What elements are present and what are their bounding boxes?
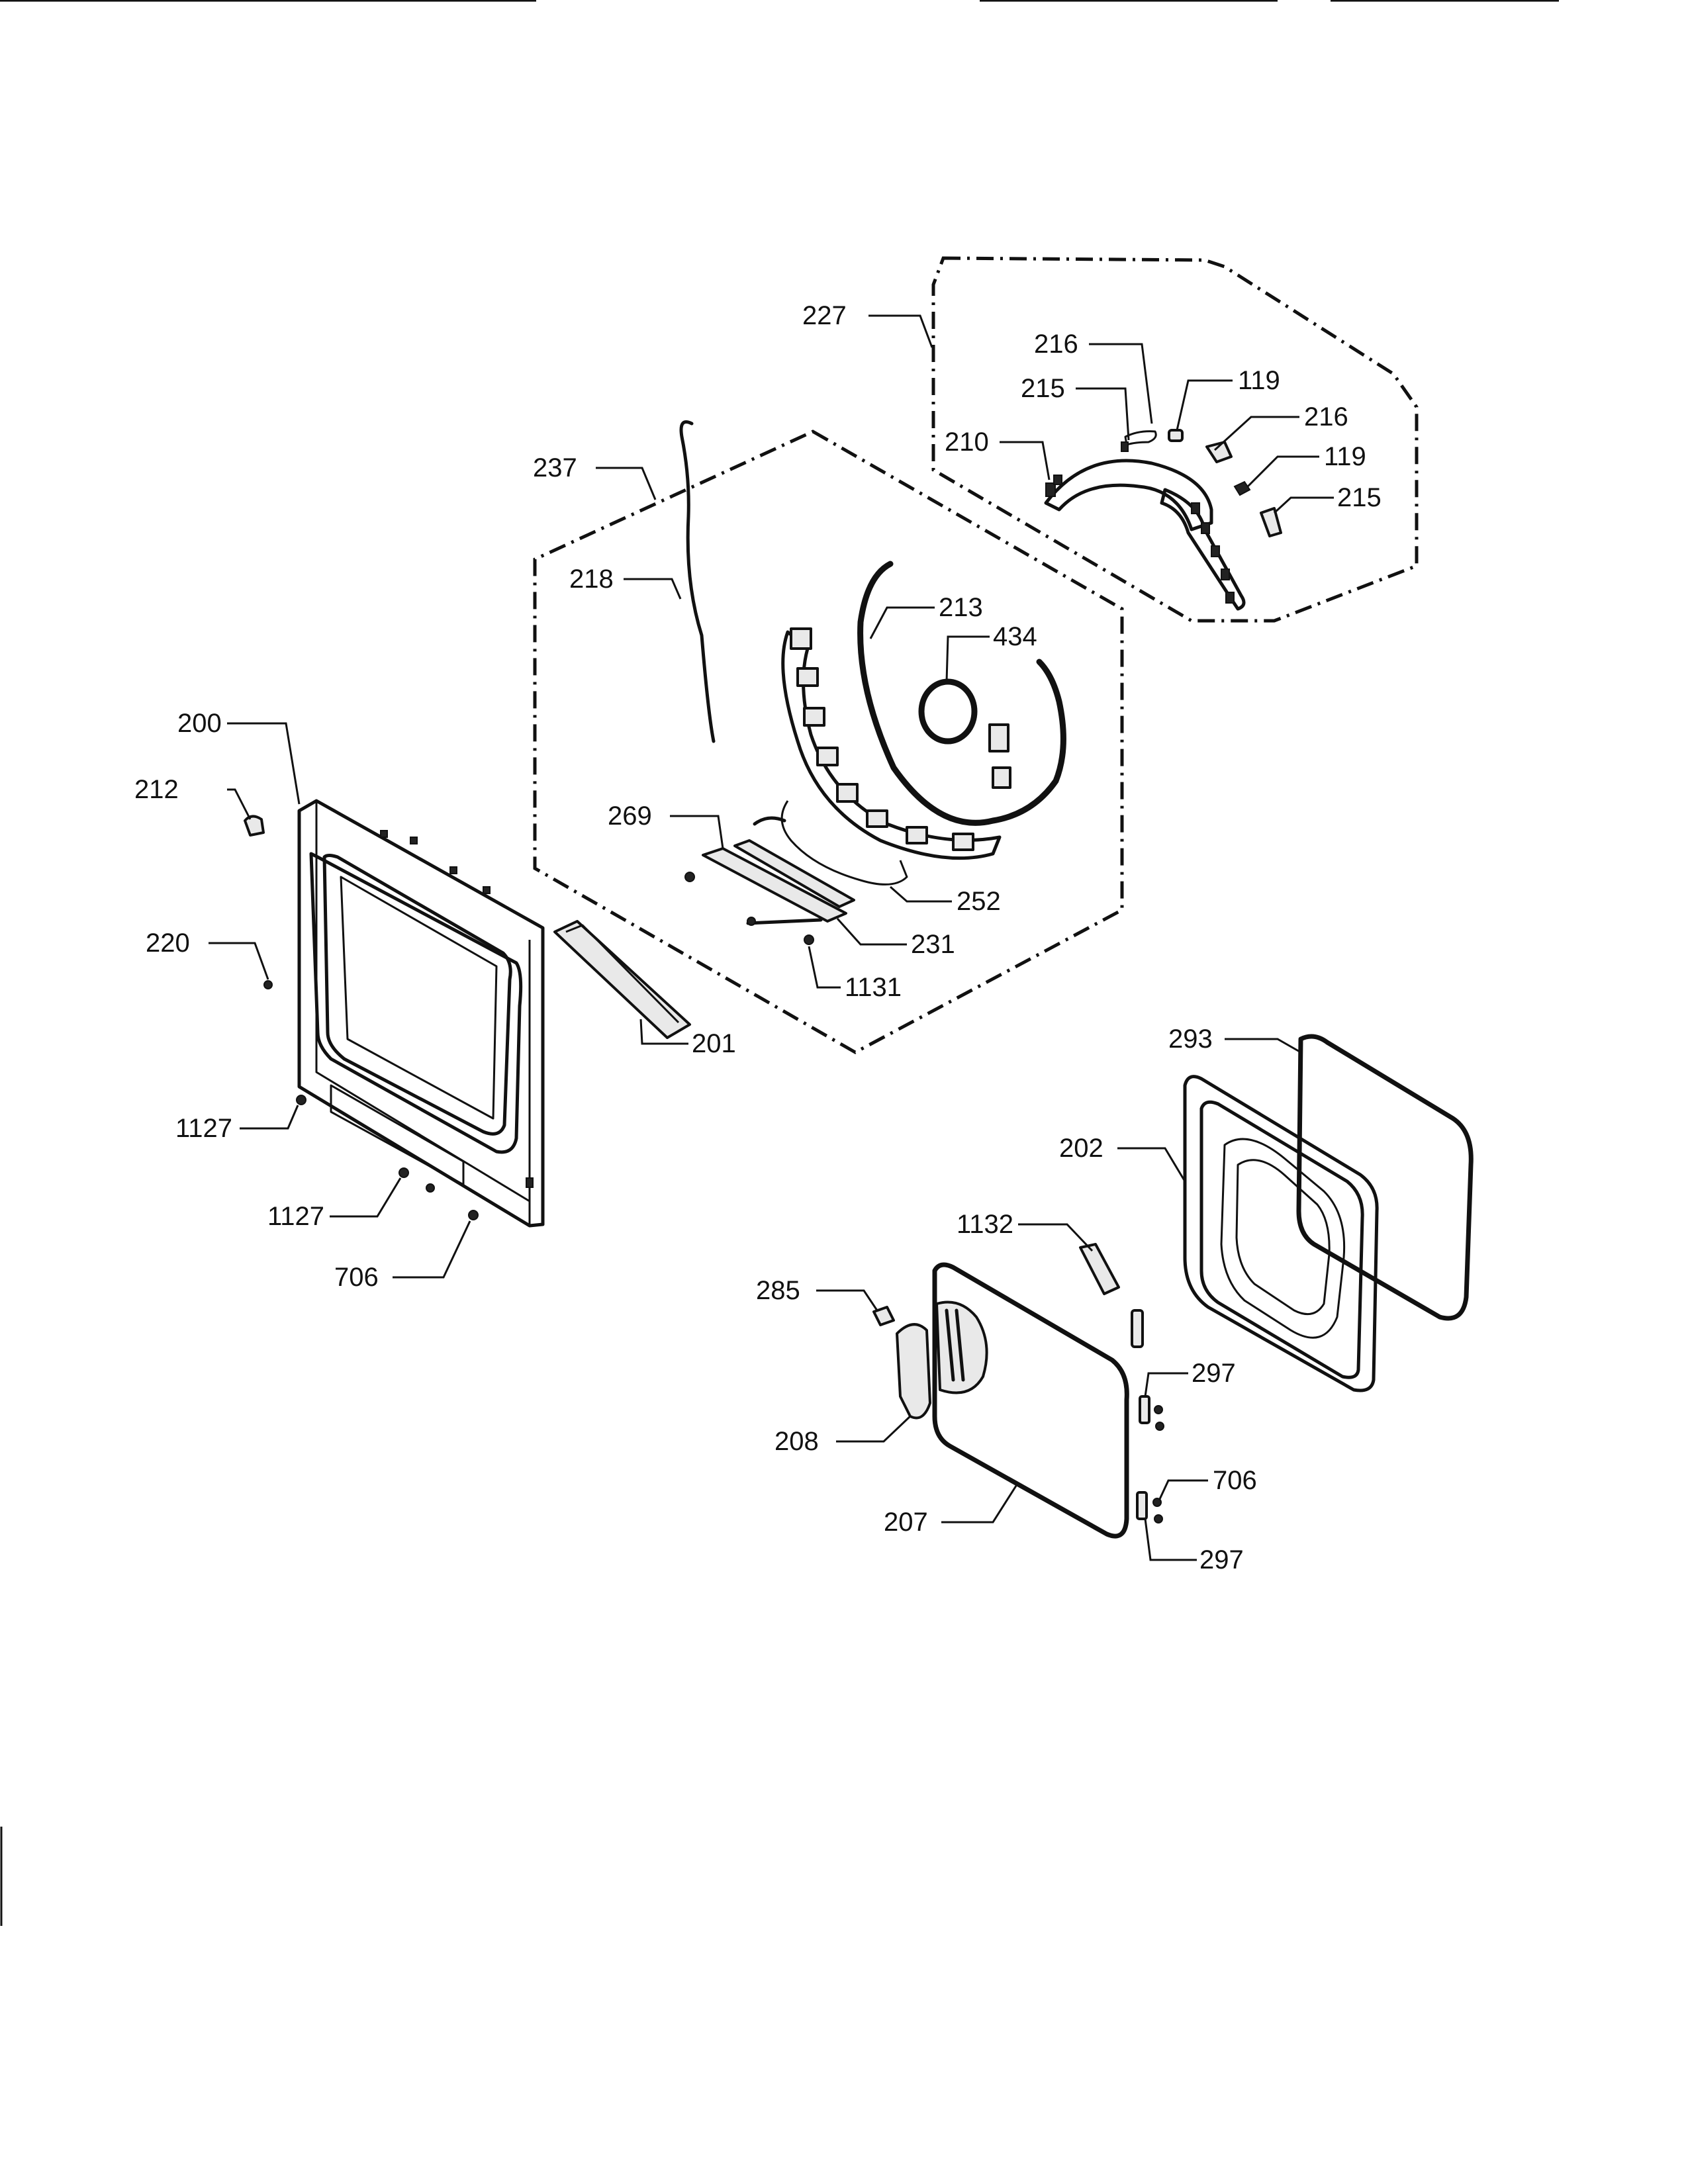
wire-harness-218 (679, 420, 716, 743)
screws-1131 (684, 872, 814, 945)
sensor-ring-434 (918, 678, 978, 745)
callout-1132: 1132 (957, 1210, 1013, 1239)
callout-706: 706 (334, 1263, 379, 1292)
door-handle-208 (896, 1323, 931, 1420)
hinge-bracket-210 (1044, 459, 1246, 611)
callout-216: 216 (1304, 402, 1348, 432)
group-227-boundary (931, 256, 1419, 623)
callout-237: 237 (533, 453, 577, 482)
callout-labels: 227 216 215 119 216 210 119 215 237 218 … (134, 301, 1382, 1574)
bulkhead-frame (781, 627, 1011, 860)
callout-297: 297 (1199, 1545, 1244, 1574)
control-bracket-201 (553, 920, 691, 1039)
callout-119: 119 (1238, 366, 1280, 395)
outer-door-207 (932, 1262, 1129, 1539)
callout-207: 207 (884, 1508, 928, 1537)
felt-seal-213 (857, 561, 1066, 826)
wire-252 (753, 800, 908, 886)
page-edge-marks (0, 0, 1559, 1926)
callout-202: 202 (1059, 1134, 1103, 1163)
callout-269: 269 (608, 801, 652, 831)
callout-201: 201 (692, 1029, 736, 1058)
front-panel-200 (297, 799, 545, 1228)
door-small-parts (872, 1243, 1164, 1524)
callout-231: 231 (911, 930, 955, 959)
callout-119: 119 (1324, 442, 1366, 471)
callout-434: 434 (993, 622, 1037, 651)
callout-215: 215 (1021, 374, 1065, 403)
callout-293: 293 (1168, 1024, 1213, 1054)
callout-227: 227 (802, 301, 847, 330)
leader-lines (209, 314, 1334, 1561)
support-bracket-269 (702, 839, 855, 925)
callout-210: 210 (945, 428, 989, 457)
callout-220: 220 (146, 929, 190, 958)
callout-213: 213 (939, 593, 983, 622)
callout-1131: 1131 (845, 973, 902, 1002)
callout-706: 706 (1213, 1466, 1257, 1495)
callout-297: 297 (1192, 1359, 1236, 1388)
group-237-boundary (533, 430, 1124, 1054)
callout-252: 252 (957, 887, 1001, 916)
callout-216: 216 (1034, 330, 1078, 359)
door-gasket-293 (1296, 1034, 1474, 1321)
hinge-small-parts (1121, 429, 1282, 537)
callout-218: 218 (569, 565, 614, 594)
callout-285: 285 (756, 1276, 800, 1305)
callout-1127: 1127 (267, 1202, 324, 1231)
callout-200: 200 (177, 709, 222, 738)
callout-215: 215 (1337, 483, 1382, 512)
callout-208: 208 (774, 1427, 819, 1456)
hardware-misc (244, 815, 479, 1220)
door-inner-202 (1183, 1075, 1379, 1392)
callout-212: 212 (134, 775, 179, 804)
callout-1127: 1127 (175, 1114, 232, 1143)
